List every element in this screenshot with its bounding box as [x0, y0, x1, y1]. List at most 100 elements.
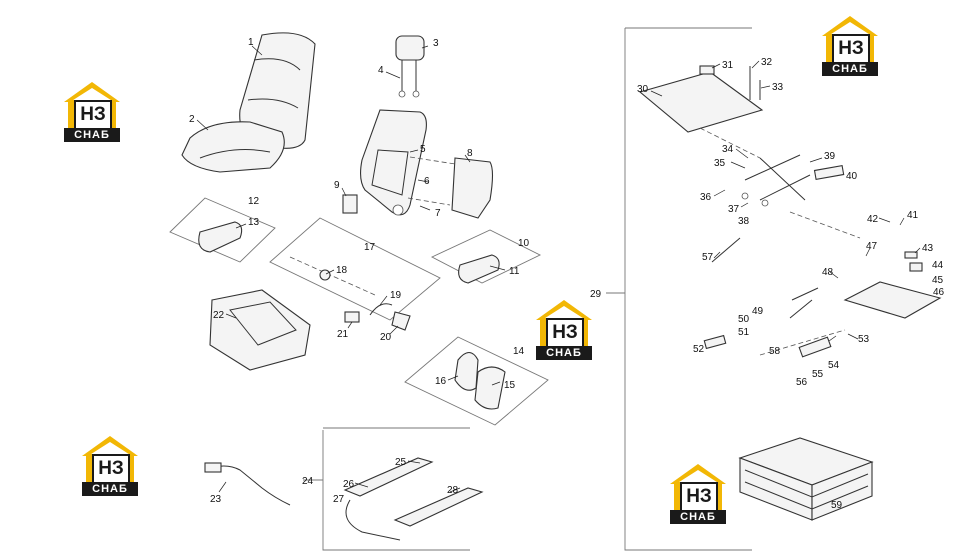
- callout-48: 48: [822, 267, 834, 278]
- leader: [325, 269, 335, 275]
- logo-word: СНАБ: [82, 482, 138, 496]
- logo-monogram: НЗ: [680, 482, 718, 512]
- callout-50: 50: [738, 314, 750, 325]
- callout-43: 43: [922, 243, 934, 254]
- switch-box: [342, 194, 358, 214]
- bolt: [412, 90, 420, 98]
- guide: [699, 127, 761, 159]
- guide: [759, 329, 846, 356]
- leader: [409, 149, 419, 153]
- callout-42: 42: [867, 214, 879, 225]
- frame-bottom-left: [322, 430, 470, 551]
- scissor-arm: [759, 174, 811, 201]
- side-panel-outer: [474, 366, 506, 410]
- leader: [421, 45, 429, 49]
- callout-59: 59: [831, 500, 843, 511]
- leader: [713, 251, 721, 259]
- recline-knob: [392, 204, 404, 216]
- leader: [419, 205, 431, 211]
- watermark-logo: НЗ СНАБ: [60, 80, 124, 150]
- leader: [650, 90, 663, 97]
- adjuster-spring: [369, 303, 393, 316]
- callout-15: 15: [504, 380, 516, 391]
- callout-30: 30: [637, 84, 649, 95]
- frame-right: [624, 28, 752, 551]
- logo-monogram: НЗ: [74, 100, 112, 130]
- scissor-arm: [759, 157, 806, 201]
- callout-11: 11: [509, 266, 520, 277]
- callout-31: 31: [722, 60, 734, 71]
- callout-12: 12: [248, 196, 260, 207]
- callout-33: 33: [772, 82, 784, 93]
- leader: [828, 335, 837, 342]
- callout-40: 40: [846, 171, 858, 182]
- gas-spring: [711, 237, 741, 263]
- bolt: [398, 90, 406, 98]
- handle-52: [703, 334, 727, 350]
- callout-56: 56: [796, 377, 808, 388]
- plate-44: [909, 262, 923, 272]
- callout-2: 2: [189, 114, 195, 125]
- slide-rail-lower: [393, 487, 484, 527]
- callout-57: 57: [702, 252, 714, 263]
- leader: [809, 157, 823, 163]
- leader: [751, 60, 760, 69]
- belt-buckle: [204, 462, 222, 473]
- guide: [789, 211, 861, 239]
- washer: [761, 199, 769, 207]
- leader: [914, 247, 921, 254]
- leader: [385, 71, 401, 79]
- leader: [491, 381, 501, 386]
- callout-47: 47: [866, 241, 878, 252]
- armrest-left: [198, 221, 243, 253]
- frame-17: [269, 217, 441, 321]
- logo-word: СНАБ: [64, 128, 120, 142]
- leader: [251, 45, 263, 56]
- leader: [740, 202, 749, 208]
- latch-43: [904, 251, 918, 259]
- callout-5: 5: [420, 144, 426, 155]
- callout-10: 10: [518, 238, 530, 249]
- callout-41: 41: [907, 210, 919, 221]
- callout-20: 20: [380, 332, 392, 343]
- callout-6: 6: [424, 176, 430, 187]
- callout-44: 44: [932, 260, 944, 271]
- bellows-fold: [744, 469, 869, 498]
- logo-word: СНАБ: [536, 346, 592, 360]
- backrest-frame: [359, 109, 427, 216]
- callout-27: 27: [333, 494, 345, 505]
- callout-52: 52: [693, 344, 705, 355]
- leader: [407, 460, 421, 464]
- watermark-logo: НЗ СНАБ: [532, 298, 596, 368]
- callout-58: 58: [769, 346, 781, 357]
- leader: [447, 375, 459, 381]
- leader: [899, 217, 905, 226]
- scissor-arm: [744, 154, 801, 181]
- callout-1: 1: [248, 37, 254, 48]
- callout-54: 54: [828, 360, 840, 371]
- leader: [730, 161, 746, 169]
- seat-bottom-seam: [199, 149, 271, 159]
- headrest: [395, 35, 425, 61]
- backrest-frame-window: [371, 149, 409, 196]
- callout-39: 39: [824, 151, 836, 162]
- callout-23: 23: [210, 494, 222, 505]
- leader: [417, 179, 429, 183]
- frame-12: [169, 197, 276, 263]
- watermark-logo: НЗ СНАБ: [666, 462, 730, 532]
- shaft-40: [813, 164, 845, 180]
- callout-9: 9: [334, 180, 340, 191]
- callout-25: 25: [395, 457, 407, 468]
- leader: [389, 325, 399, 335]
- callout-24: 24: [302, 476, 314, 487]
- logo-word: СНАБ: [670, 510, 726, 524]
- leader: [464, 154, 471, 163]
- callout-55: 55: [812, 369, 824, 380]
- bracket-31: [699, 65, 715, 75]
- bellows-fold: [744, 481, 869, 510]
- screw-guide: [407, 197, 451, 206]
- logo-monogram: НЗ: [546, 318, 584, 348]
- top-plate: [638, 71, 764, 133]
- logo-monogram: НЗ: [92, 454, 130, 484]
